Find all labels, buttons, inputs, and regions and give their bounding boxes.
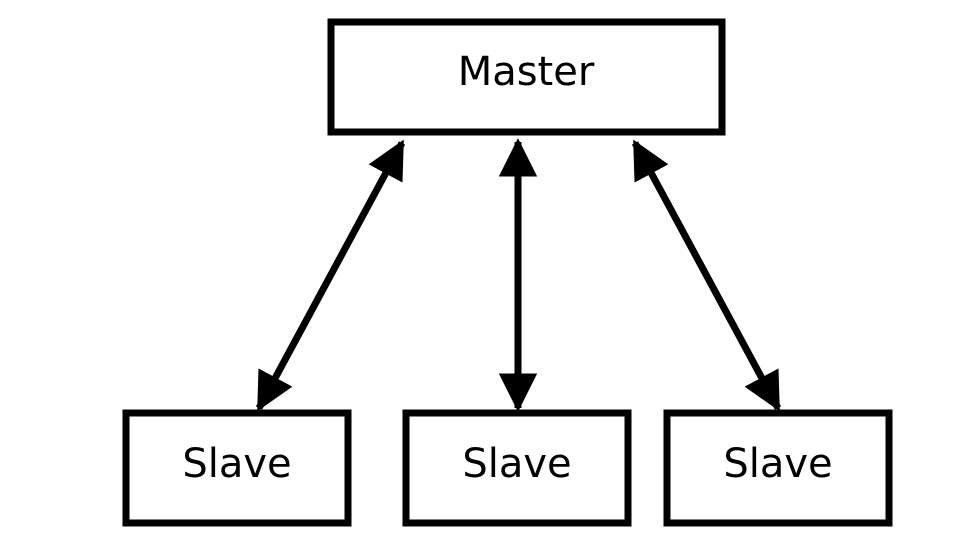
slave-box-3 [663,409,893,527]
master-box [327,18,726,136]
slave-node-1: Slave [122,409,352,527]
slave-node-2: Slave [402,409,632,527]
connections [255,138,782,412]
slave-label-3: Slave [723,441,832,487]
slave-box-1 [122,409,352,527]
slave-node-3: Slave [663,409,893,527]
connection-arrow-master-slave-1 [255,139,406,412]
master-label: Master [458,49,595,95]
slave-label-1: Slave [182,441,291,487]
master-node: Master [327,18,726,136]
slave-label-2: Slave [462,441,571,487]
slave-box-2 [402,409,632,527]
connection-arrow-master-slave-3 [631,139,782,412]
